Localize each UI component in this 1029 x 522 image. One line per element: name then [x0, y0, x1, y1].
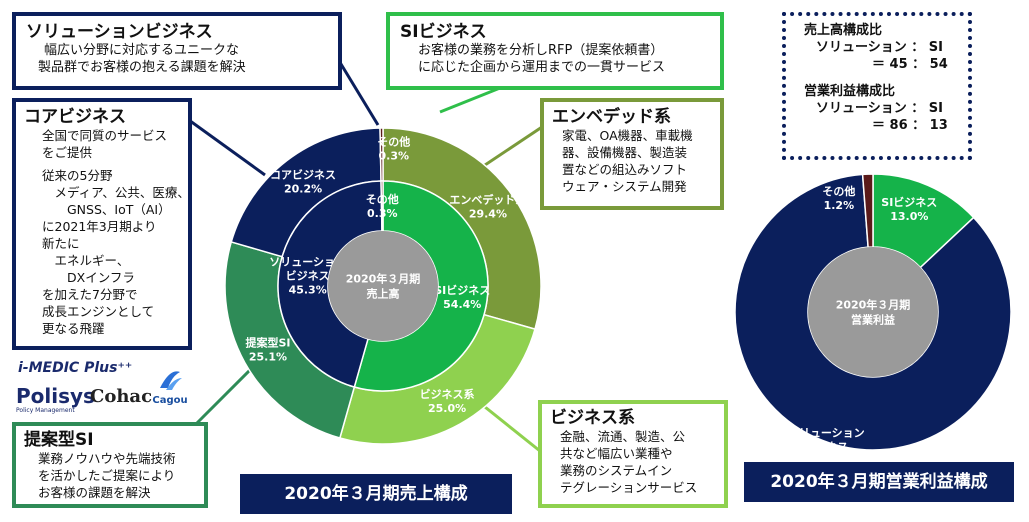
business-line: テグレーションサービス: [560, 480, 698, 495]
cohac-logo: Cohac: [90, 386, 153, 407]
embedded-line: 家電、OA機器、車載機: [562, 128, 693, 143]
profit-ratio-line: ソリューション ： SI: [816, 101, 943, 116]
core-line: に2021年3月期より: [42, 219, 157, 234]
embedded-title: エンベデッド系: [552, 107, 671, 127]
embedded-line: 置などの組込みソフト: [562, 162, 688, 177]
core-line: をご提供: [42, 145, 93, 160]
profit-ratio-value: ＝ 86 ： 13: [872, 118, 948, 133]
ratio-box: 売上高構成比 ソリューション ： SI ＝ 45 ： 54 営業利益構成比 ソリ…: [782, 12, 972, 160]
embedded-box: エンベデッド系 家電、OA機器、車載機 器、設備機器、製造装 置などの組込みソフ…: [540, 98, 724, 210]
cagou-logo: Cagou: [152, 366, 188, 406]
si-business-line: お客様の業務を分析しRFP（提案依頼書）: [418, 43, 664, 58]
proposal-si-box: 提案型SI 業務ノウハウや先端技術 を活かしたご提案により お客様の課題を解決: [12, 422, 208, 508]
sales-ratio-value: ＝ 45 ： 54: [872, 57, 948, 72]
profit-donut-chart: SIビジネス13.0%ソリューションビジネス85.8%その他1.2%2020年３…: [734, 173, 1012, 468]
business-line: 金融、流通、製造、公: [560, 429, 686, 444]
si-business-box: SIビジネス お客様の業務を分析しRFP（提案依頼書） に応じた企画から運用まで…: [386, 12, 724, 90]
core-line: DXインフラ: [42, 270, 135, 285]
core-line: エネルギー、: [42, 253, 130, 268]
polisys-logo: Polisys Policy Management: [16, 384, 95, 414]
si-business-title: SIビジネス: [400, 22, 487, 42]
core-line: 全国で同質のサービス: [42, 128, 168, 143]
sales-ratio-label: 売上高構成比: [804, 23, 883, 38]
core-business-box: コアビジネス 全国で同質のサービス をご提供 従来の5分野 メディア、公共、医療…: [12, 98, 192, 350]
solution-business-box: ソリューションビジネス 幅広い分野に対応するユニークな 製品群でお客様の抱える課…: [12, 12, 342, 90]
core-line: 新たに: [42, 236, 80, 251]
imedic-logo: i-MEDIC Plus⁺⁺: [18, 360, 133, 376]
core-line: を加えた7分野で: [42, 287, 138, 302]
proposal-line: を活かしたご提案により: [38, 468, 176, 483]
cagou-logo-text: Cagou: [152, 395, 188, 406]
solution-business-title: ソリューションビジネス: [26, 22, 213, 42]
core-line: GNSS、IoT（AI）: [42, 202, 171, 217]
proposal-line: お客様の課題を解決: [38, 485, 151, 500]
core-business-title: コアビジネス: [24, 107, 126, 127]
sales-composition-banner: 2020年３月期売上構成: [240, 474, 512, 514]
business-system-title: ビジネス系: [550, 408, 635, 428]
core-line: 成長エンジンとして: [42, 304, 155, 319]
sales-center-label: 2020年３月期売上高: [346, 272, 421, 301]
core-line: 従来の5分野: [42, 168, 113, 183]
sales-ratio-line: ソリューション ： SI: [816, 40, 943, 55]
profit-center-circle: [808, 247, 938, 377]
business-line: 業務のシステムイン: [560, 463, 673, 478]
profit-composition-banner: 2020年３月期営業利益構成: [744, 462, 1014, 502]
proposal-line: 業務ノウハウや先端技術: [38, 451, 176, 466]
si-business-line: に応じた企画から運用までの一貫サービス: [418, 60, 666, 75]
embedded-line: ウェア・システム開発: [562, 179, 687, 194]
core-line: 更なる飛躍: [42, 321, 105, 336]
polisys-logo-subtext: Policy Management: [16, 407, 75, 414]
cagou-mark-icon: [160, 371, 182, 390]
business-line: 共など幅広い業種や: [560, 446, 673, 461]
connector-si: [439, 86, 501, 114]
core-line: メディア、公共、医療、: [42, 185, 190, 200]
proposal-si-title: 提案型SI: [24, 430, 94, 450]
embedded-line: 器、設備機器、製造装: [562, 145, 688, 160]
solution-business-line: 幅広い分野に対応するユニークな: [44, 43, 240, 58]
polisys-logo-text: Polisys: [16, 384, 95, 408]
profit-center-label: 2020年３月期営業利益: [836, 298, 911, 327]
profit-ratio-label: 営業利益構成比: [804, 84, 896, 99]
solution-business-line: 製品群でお客様の抱える課題を解決: [38, 60, 246, 75]
sales-center-circle: [328, 231, 438, 341]
business-system-box: ビジネス系 金融、流通、製造、公 共など幅広い業種や 業務のシステムイン テグレ…: [538, 400, 728, 508]
